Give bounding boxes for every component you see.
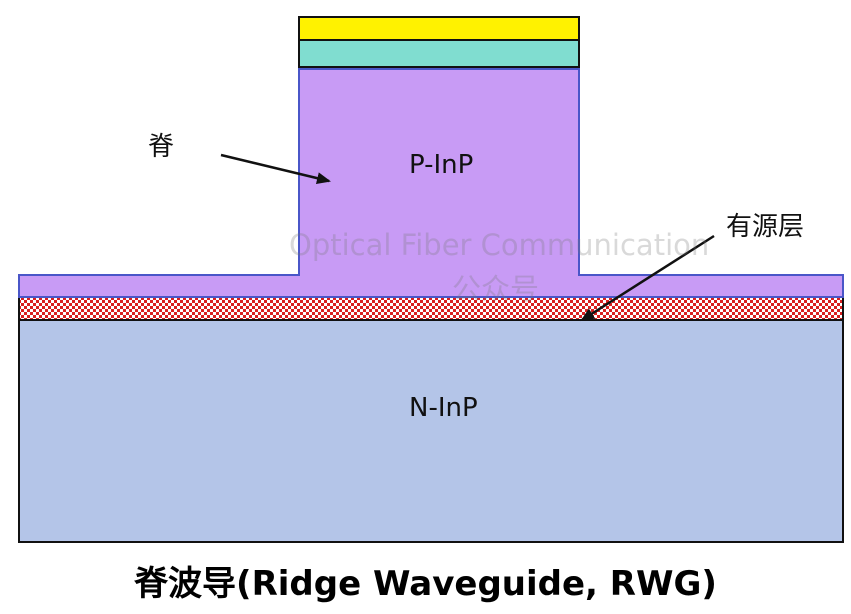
active-layer-callout-label: 有源层 xyxy=(726,212,805,242)
p-inp-label: P-InP xyxy=(409,150,474,180)
ridge-callout-arrow xyxy=(220,153,331,185)
active-layer xyxy=(18,296,844,321)
n-inp-label: N-InP xyxy=(409,393,478,423)
active-layer-callout-arrow xyxy=(580,234,715,322)
watermark-line1: Optical Fiber Communication xyxy=(289,228,710,262)
diagram-caption: 脊波导(Ridge Waveguide, RWG) xyxy=(134,564,717,604)
p-inp-ridge xyxy=(18,68,844,298)
contact-layer xyxy=(298,39,580,68)
ridge-callout-label: 脊 xyxy=(148,132,175,162)
top-contact xyxy=(298,16,580,41)
n-inp-substrate xyxy=(18,319,844,543)
watermark-line2: 公众号 xyxy=(452,272,540,306)
